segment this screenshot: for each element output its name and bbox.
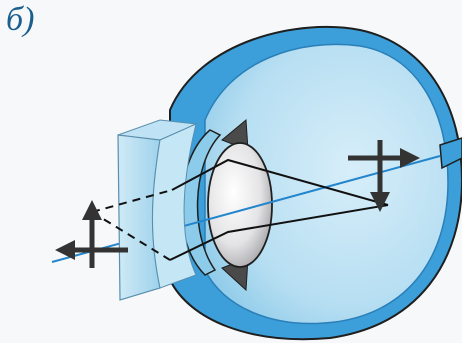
panel-label: б) <box>6 0 34 40</box>
